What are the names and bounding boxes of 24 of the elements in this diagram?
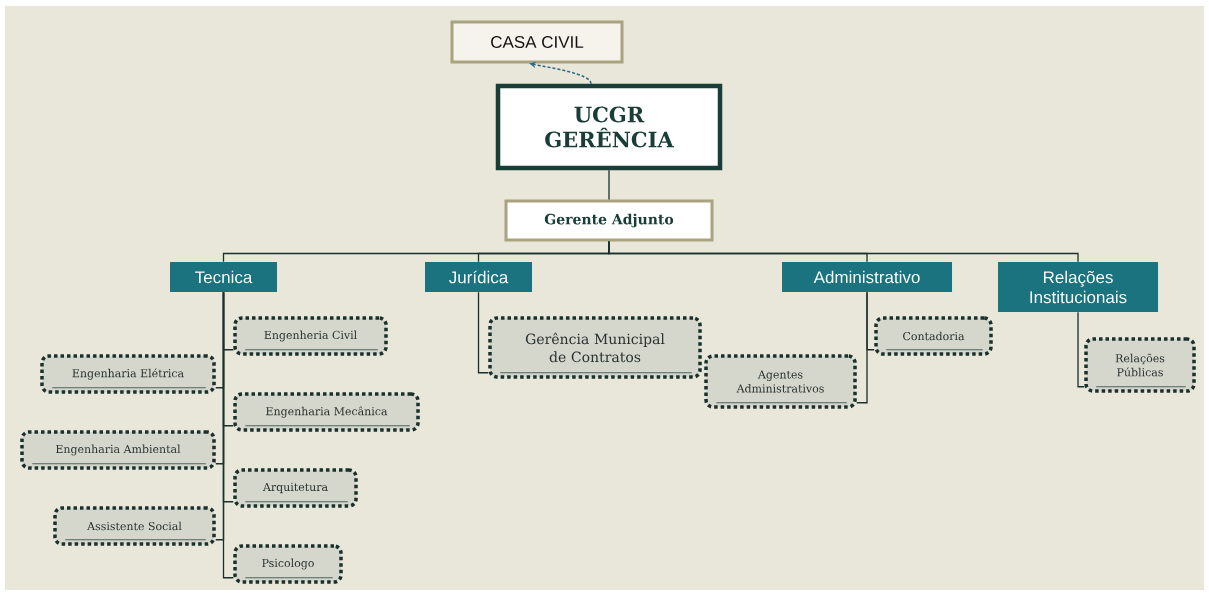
- department-box: Administrativo: [782, 262, 952, 292]
- connector-line: [866, 291, 875, 351]
- department-box: Tecnica: [170, 262, 277, 292]
- deputy-box: Gerente Adjunto: [504, 199, 714, 242]
- connector-line: [608, 169, 610, 201]
- sub-unit-box: Gerência Municipal de Contratos: [488, 316, 702, 379]
- sub-unit-box: Engenharia Elétrica: [40, 354, 216, 394]
- sub-unit-box: Agentes Administrativos: [704, 354, 857, 409]
- sub-unit-box: Psicologo: [233, 544, 343, 584]
- title-box: CASA CIVIL: [450, 20, 624, 64]
- department-box: Jurídica: [425, 262, 532, 292]
- sub-unit-box: Assistente Social: [53, 506, 216, 546]
- sub-unit-box: Engenheria Civil: [233, 316, 388, 356]
- sub-unit-box: Engenharia Mecânica: [233, 392, 420, 432]
- sub-unit-box: Arquitetura: [233, 468, 358, 508]
- sub-unit-box: Contadoria: [874, 316, 993, 356]
- sub-unit-box: Engenharia Ambiental: [20, 430, 216, 470]
- department-box: Relações Institucionais: [998, 262, 1158, 312]
- connector-line: [222, 291, 234, 579]
- connector-line: [477, 291, 489, 374]
- sub-unit-box: Relações Públicas: [1084, 337, 1196, 393]
- main-box: UCGR GERÊNCIA: [495, 83, 723, 171]
- connector-line: [1077, 311, 1085, 388]
- connector-line: [608, 240, 1079, 263]
